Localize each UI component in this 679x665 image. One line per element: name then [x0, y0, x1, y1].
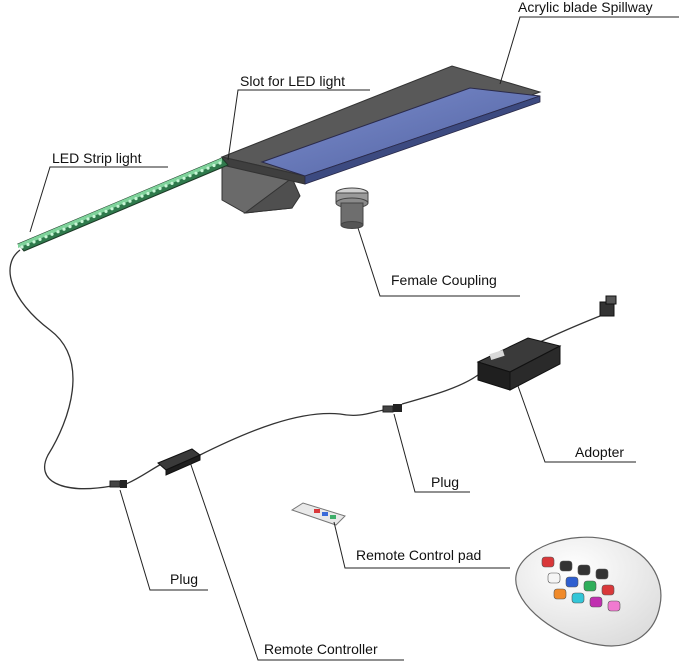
wall-plug — [599, 295, 617, 317]
leader-slot-led — [227, 89, 370, 161]
label-led-strip: LED Strip light — [52, 150, 142, 166]
led-dot — [200, 169, 204, 173]
leader-plug-left — [119, 489, 208, 591]
leader-female-coupling — [357, 227, 520, 297]
led-dot — [128, 199, 132, 203]
label-remote-pad: Remote Control pad — [356, 547, 481, 563]
cable-plug-to-adapter — [401, 374, 479, 405]
leader-acrylic-blade — [499, 16, 679, 85]
led-dot — [158, 186, 162, 191]
led-dot — [86, 217, 90, 221]
remote-key-cyan — [571, 592, 585, 604]
led-dot — [38, 237, 42, 241]
led-dot — [218, 161, 222, 165]
label-female-coupling: Female Coupling — [391, 272, 497, 288]
led-dot — [98, 212, 102, 216]
led-dot — [110, 207, 114, 211]
remote-key-orange — [553, 588, 567, 600]
led-dot — [140, 194, 144, 198]
remote-key-arrow-2 — [577, 564, 591, 576]
cable-adapter-to-wallplug — [539, 315, 601, 343]
led-strip — [17, 157, 229, 252]
led-dot — [104, 209, 108, 213]
led-dot — [170, 181, 174, 185]
leader-remote-pad — [333, 521, 510, 569]
remote-key-arrow-1 — [559, 560, 573, 572]
remote-key-white — [547, 572, 561, 584]
led-dot — [50, 232, 54, 236]
led-dot — [176, 179, 180, 183]
cable-controller-to-plug — [197, 409, 385, 457]
female-coupling — [335, 187, 369, 229]
label-acrylic-blade: Acrylic blade Spillway — [518, 0, 653, 15]
led-dot — [92, 214, 96, 219]
led-dot — [80, 219, 84, 224]
remote-key-pink — [607, 600, 621, 612]
remote-key-arrow-3 — [595, 568, 609, 580]
power-adapter — [476, 337, 562, 391]
label-plug-left: Plug — [170, 571, 198, 587]
led-dot — [188, 174, 192, 178]
led-dot — [116, 204, 120, 208]
led-dot — [26, 242, 30, 247]
led-dot — [32, 240, 36, 244]
led-dot — [206, 166, 210, 170]
led-dot — [194, 171, 198, 175]
led-dot — [212, 163, 216, 168]
remote-key-magenta — [589, 596, 603, 608]
remote-key-green — [583, 580, 597, 592]
led-dot — [62, 227, 66, 231]
led-dot — [74, 222, 78, 226]
remote-pad-small — [290, 502, 346, 526]
led-dot — [68, 225, 72, 229]
label-plug-right: Plug — [431, 474, 459, 490]
acrylic-blade — [260, 87, 541, 185]
leader-plug-right — [393, 413, 470, 493]
remote-controller — [157, 448, 201, 476]
led-dot — [146, 191, 150, 196]
cable-plug-to-controller — [125, 461, 166, 485]
label-slot-led: Slot for LED light — [240, 73, 345, 89]
led-dot — [122, 202, 126, 206]
remote-key-red — [601, 584, 615, 596]
remote-key-power — [541, 556, 555, 568]
remote-control-pad — [515, 536, 662, 647]
plug-left — [109, 480, 127, 488]
led-dot — [164, 184, 168, 188]
led-dot — [56, 230, 60, 234]
remote-key-blue — [565, 576, 579, 588]
led-dot — [182, 176, 186, 180]
led-dot — [20, 245, 24, 249]
leader-led-strip — [29, 166, 168, 233]
leader-adopter — [517, 385, 636, 463]
plug-right — [382, 404, 402, 413]
cable-strip-to-plug — [9, 249, 113, 490]
leader-remote-controller — [189, 461, 404, 661]
led-dot — [44, 235, 48, 239]
led-dot — [152, 189, 156, 193]
label-adopter: Adopter — [575, 444, 624, 460]
led-dot — [134, 197, 138, 201]
label-remote-controller: Remote Controller — [264, 641, 378, 657]
